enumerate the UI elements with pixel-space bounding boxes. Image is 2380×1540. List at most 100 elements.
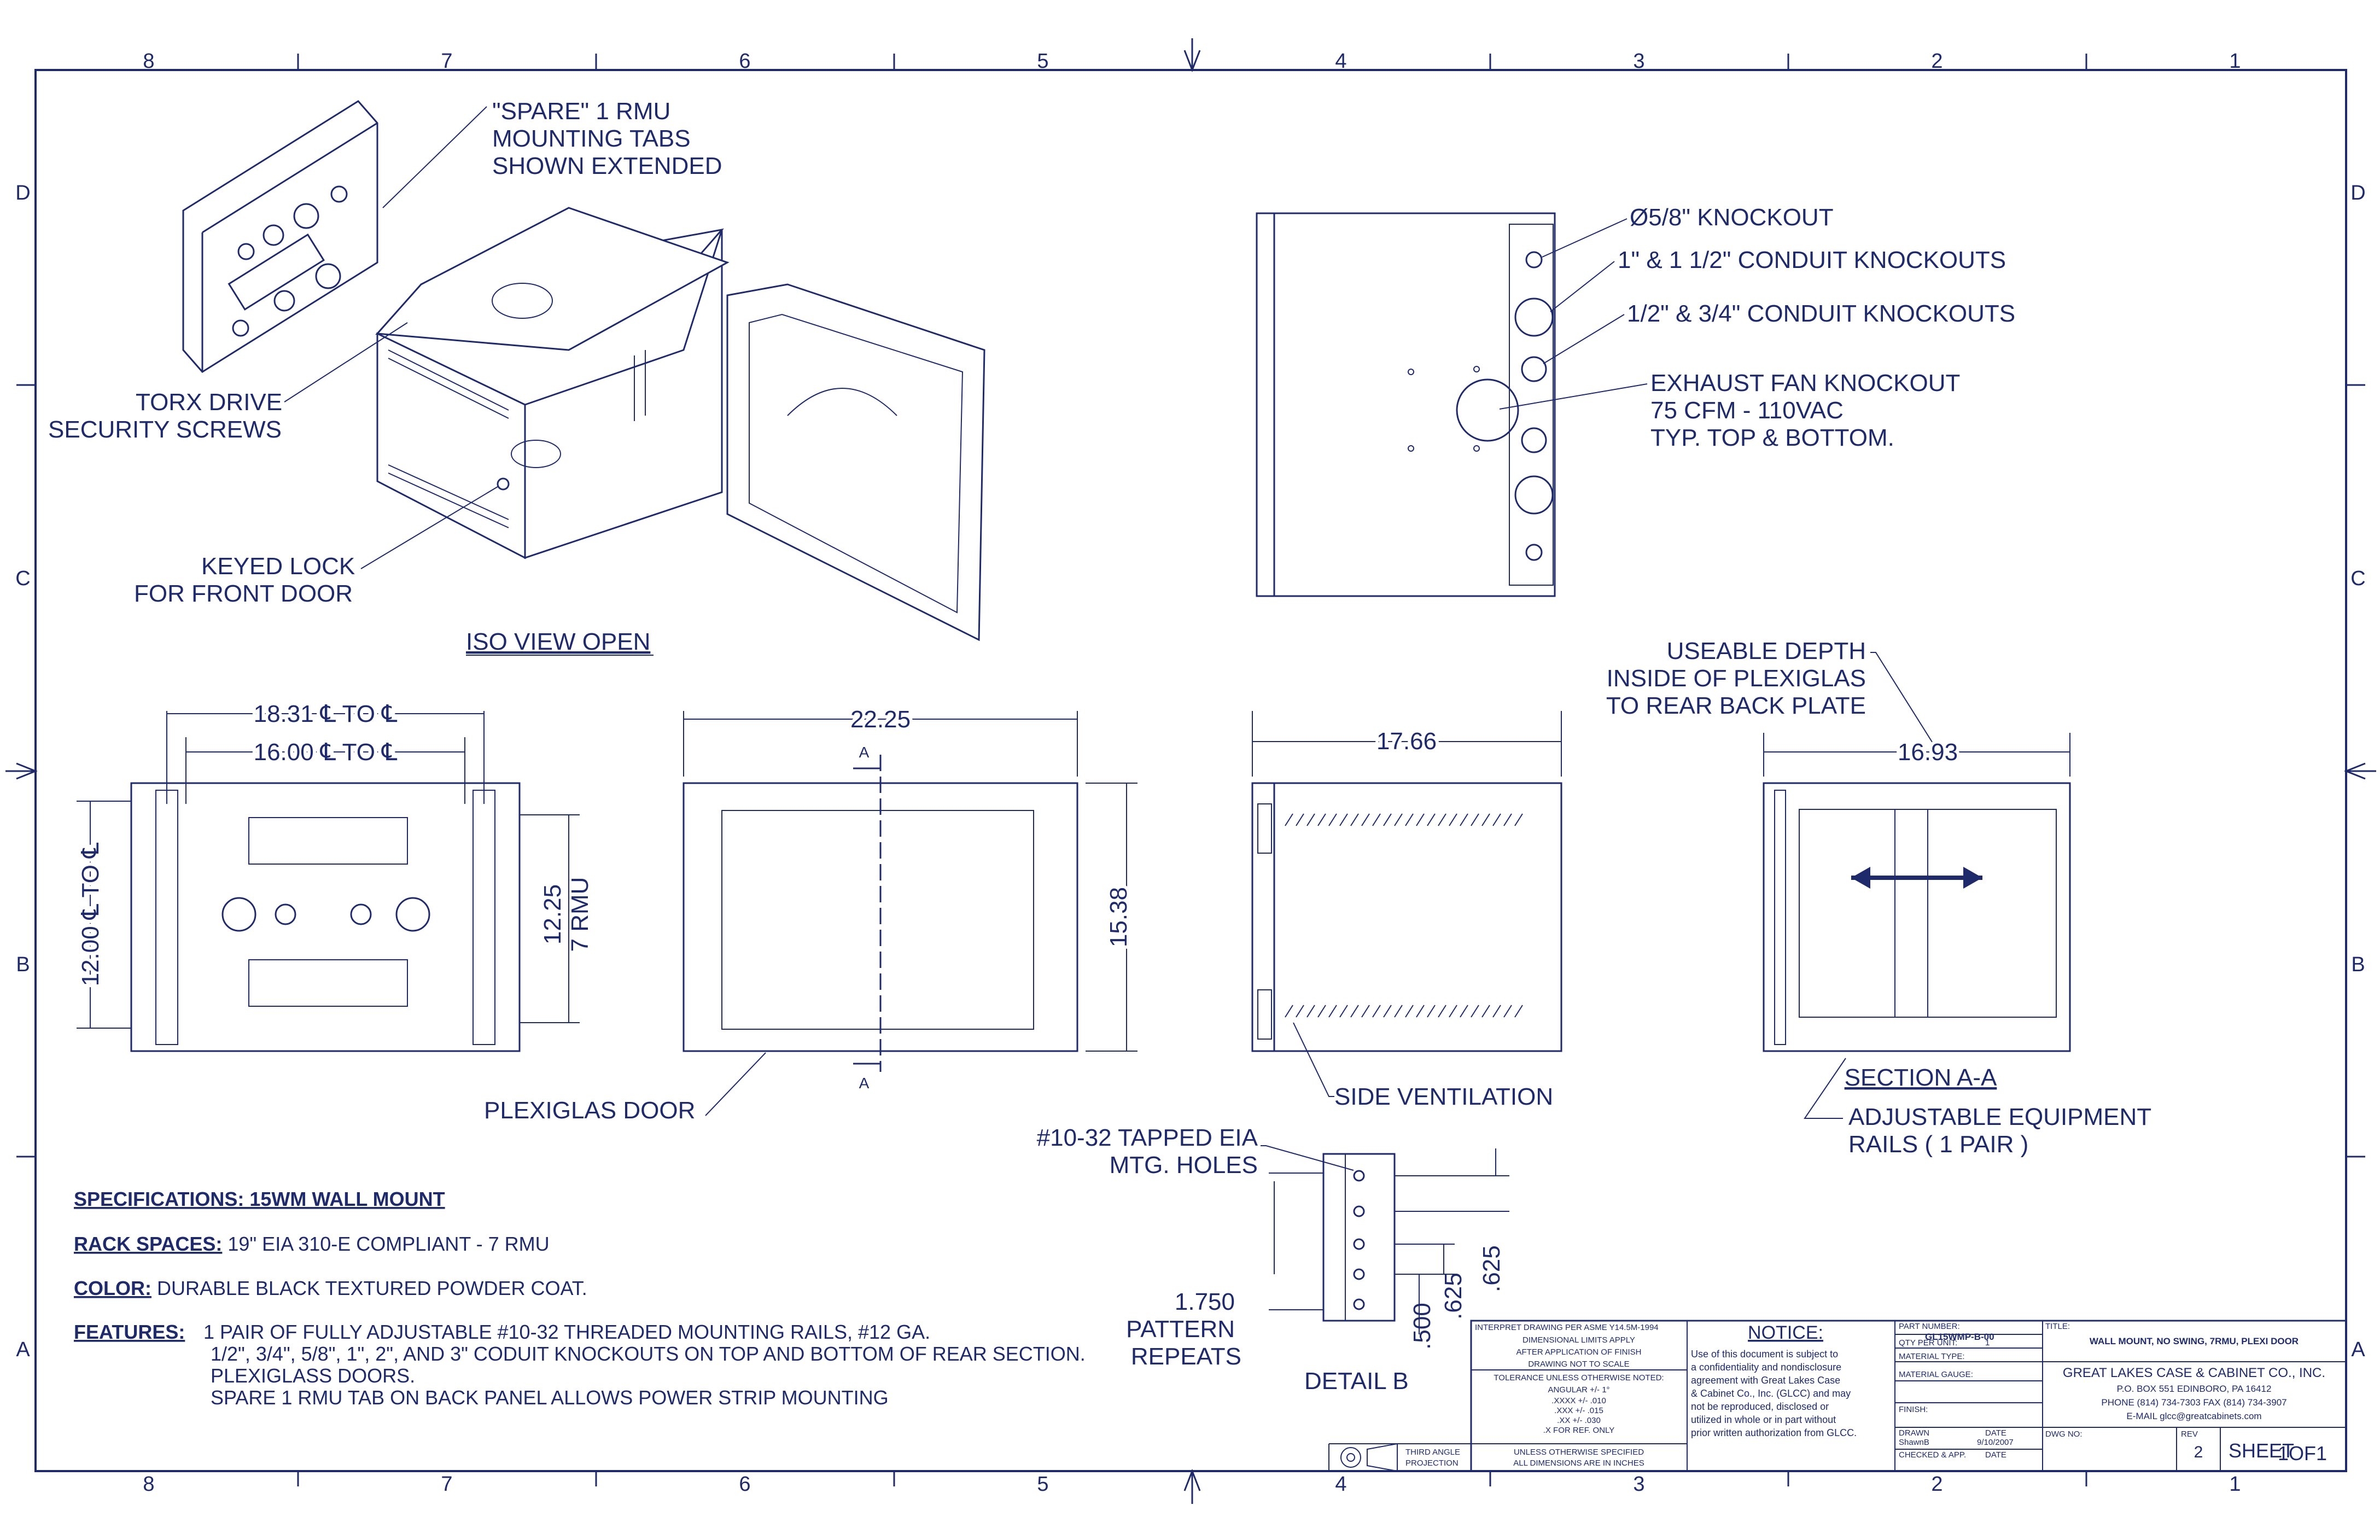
specifications: SPECIFICATIONS: 15WM WALL MOUNT RACK SPA… (74, 1188, 1086, 1409)
spare-bracket (182, 100, 378, 373)
tol-1: DIMENSIONAL LIMITS APPLY (1522, 1335, 1635, 1345)
vent-slot (1405, 1005, 1414, 1018)
tol-5: ANGULAR +/- 1° (1548, 1385, 1609, 1395)
torx-line2: SECURITY SCREWS (48, 416, 282, 443)
conduit-2-label: 1/2" & 3/4" CONDUIT KNOCKOUTS (1627, 300, 2015, 327)
section-a-top: A (859, 744, 870, 761)
notice-4: & Cabinet Co., Inc. (GLCC) and may (1691, 1388, 1851, 1399)
projection-line2: PROJECTION (1405, 1459, 1459, 1468)
vent-slot (1427, 1005, 1436, 1018)
dwg-no-label: DWG NO: (2045, 1430, 2082, 1439)
section-a-bottom: A (859, 1075, 870, 1092)
front-height-dim: 15.38 (1105, 887, 1132, 947)
drawn-label: DRAWN (1899, 1428, 1929, 1438)
vent-slot (1471, 813, 1479, 826)
vent-slot (1438, 1005, 1446, 1018)
notice-1: Use of this document is subject to (1691, 1349, 1838, 1360)
feature-1: 1 PAIR OF FULLY ADJUSTABLE #10-32 THREAD… (203, 1321, 930, 1343)
zone-top-3: 3 (1633, 50, 1644, 73)
vent-slot (1328, 1005, 1337, 1018)
exhaust-line1: EXHAUST FAN KNOCKOUT (1650, 370, 1960, 396)
back-dim-1600: 16.00 ℄ TO ℄ (254, 739, 398, 766)
useable-line2: INSIDE OF PLEXIGLAS (1607, 665, 1866, 692)
front-view: 22.25 15.38 A A PLEXIGLAS DOOR (484, 703, 1138, 1124)
color-line: COLOR: DURABLE BLACK TEXTURED POWDER COA… (74, 1277, 587, 1299)
part-number-label: PART NUMBER: (1899, 1322, 1960, 1331)
notice-3: agreement with Great Lakes Case (1691, 1375, 1840, 1386)
vent-slot (1328, 813, 1337, 826)
vent-slot (1449, 1005, 1457, 1018)
back-dim-7rmu: 7 RMU (567, 877, 593, 952)
section-view: USEABLE DEPTH INSIDE OF PLEXIGLAS TO REA… (1606, 638, 2151, 1158)
vent-slot (1492, 1005, 1501, 1018)
vent-slot (1449, 813, 1457, 826)
features-label: FEATURES: (74, 1321, 185, 1343)
notice-6: utilized in whole or in part without (1691, 1414, 1836, 1425)
iso-view: "SPARE" 1 RMU MOUNTING TABS SHOWN EXTEND… (48, 98, 985, 656)
rack-spaces-value: 19" EIA 310-E COMPLIANT - 7 RMU (222, 1233, 549, 1255)
vent-slot (1285, 1005, 1293, 1018)
vent-slot (1306, 813, 1315, 826)
material-type-label: MATERIAL TYPE: (1899, 1352, 1965, 1361)
vent-slot (1514, 813, 1523, 826)
detail-b-title: DETAIL B (1304, 1368, 1409, 1395)
zone-bottom-5: 5 (1037, 1473, 1048, 1496)
section-title: SECTION A-A (1845, 1064, 1997, 1091)
knockout-58-label: Ø5/8" KNOCKOUT (1630, 204, 1834, 231)
zone-bottom-8: 8 (143, 1473, 154, 1496)
vent-slot (1339, 1005, 1348, 1018)
zone-right-C: C (2350, 567, 2365, 590)
date-label-2: DATE (1985, 1450, 2006, 1460)
rack-spaces-line: RACK SPACES: 19" EIA 310-E COMPLIANT - 7… (74, 1233, 550, 1255)
vent-slot (1460, 1005, 1468, 1018)
vent-slot (1339, 813, 1348, 826)
checked-label: CHECKED & APP. (1899, 1450, 1966, 1460)
zone-right-A: A (2351, 1338, 2365, 1361)
rails-line2: RAILS ( 1 PAIR ) (1848, 1131, 2028, 1158)
vent-slot (1481, 813, 1490, 826)
detail-b: #10-32 TAPPED EIA MTG. HOLES 1.750 PATTE… (1037, 1124, 1509, 1395)
drawn-by: ShawnB (1899, 1438, 1929, 1447)
material-gauge-label: MATERIAL GAUGE: (1899, 1370, 1973, 1379)
zone-left-B: B (16, 953, 30, 976)
rails-line1: ADJUSTABLE EQUIPMENT (1848, 1104, 2151, 1130)
vent-slot (1296, 813, 1304, 826)
vent-slot (1350, 813, 1359, 826)
vent-slot (1350, 1005, 1359, 1018)
finish-label: FINISH: (1899, 1405, 1928, 1414)
projection-line1: THIRD ANGLE (1405, 1448, 1460, 1457)
color-value: DURABLE BLACK TEXTURED POWDER COAT. (151, 1277, 587, 1299)
sheet-label: SHEET (2229, 1439, 2294, 1462)
useable-line3: TO REAR BACK PLATE (1606, 692, 1866, 719)
notice-2: a confidentiality and nondisclosure (1691, 1362, 1841, 1373)
qty-label: QTY PER UNIT: (1899, 1338, 1957, 1348)
notice-7: prior written authorization from GLCC. (1691, 1427, 1857, 1438)
vent-slot (1503, 813, 1512, 826)
zone-bottom-4: 4 (1335, 1473, 1346, 1496)
tapped-holes-line1: #10-32 TAPPED EIA (1037, 1124, 1258, 1151)
vent-slot (1296, 1005, 1304, 1018)
back-view: 18.31 ℄ TO ℄ 16.00 ℄ TO ℄ 12.00 ℄ TO ℄ 1… (74, 697, 593, 1052)
tol-7: .XXX +/- .015 (1554, 1406, 1603, 1415)
vent-slot (1285, 813, 1293, 826)
iso-view-title: ISO VIEW OPEN (466, 628, 650, 655)
notice-title: NOTICE: (1748, 1322, 1823, 1343)
repeats-line2: REPEATS (1131, 1343, 1241, 1370)
vent-slot (1438, 813, 1446, 826)
vent-slot (1394, 813, 1403, 826)
zone-bottom-6: 6 (739, 1473, 750, 1496)
units-line1: UNLESS OTHERWISE SPECIFIED (1514, 1448, 1644, 1457)
vent-slot (1383, 1005, 1392, 1018)
vent-slot (1460, 813, 1468, 826)
third-angle-projection-icon (1340, 1443, 1398, 1472)
tol-2: AFTER APPLICATION OF FINISH (1516, 1348, 1642, 1357)
zone-left-D: D (15, 182, 30, 205)
zone-top-5: 5 (1037, 50, 1048, 73)
exhaust-line3: TYP. TOP & BOTTOM. (1650, 424, 1894, 451)
company-address: P.O. BOX 551 EDINBORO, PA 16412 (2117, 1384, 2272, 1394)
side-vent-label: SIDE VENTILATION (1334, 1083, 1553, 1110)
back-dim-1225: 12.25 (539, 884, 566, 944)
vent-slot (1361, 813, 1370, 826)
tol-6: .XXXX +/- .010 (1551, 1396, 1606, 1405)
